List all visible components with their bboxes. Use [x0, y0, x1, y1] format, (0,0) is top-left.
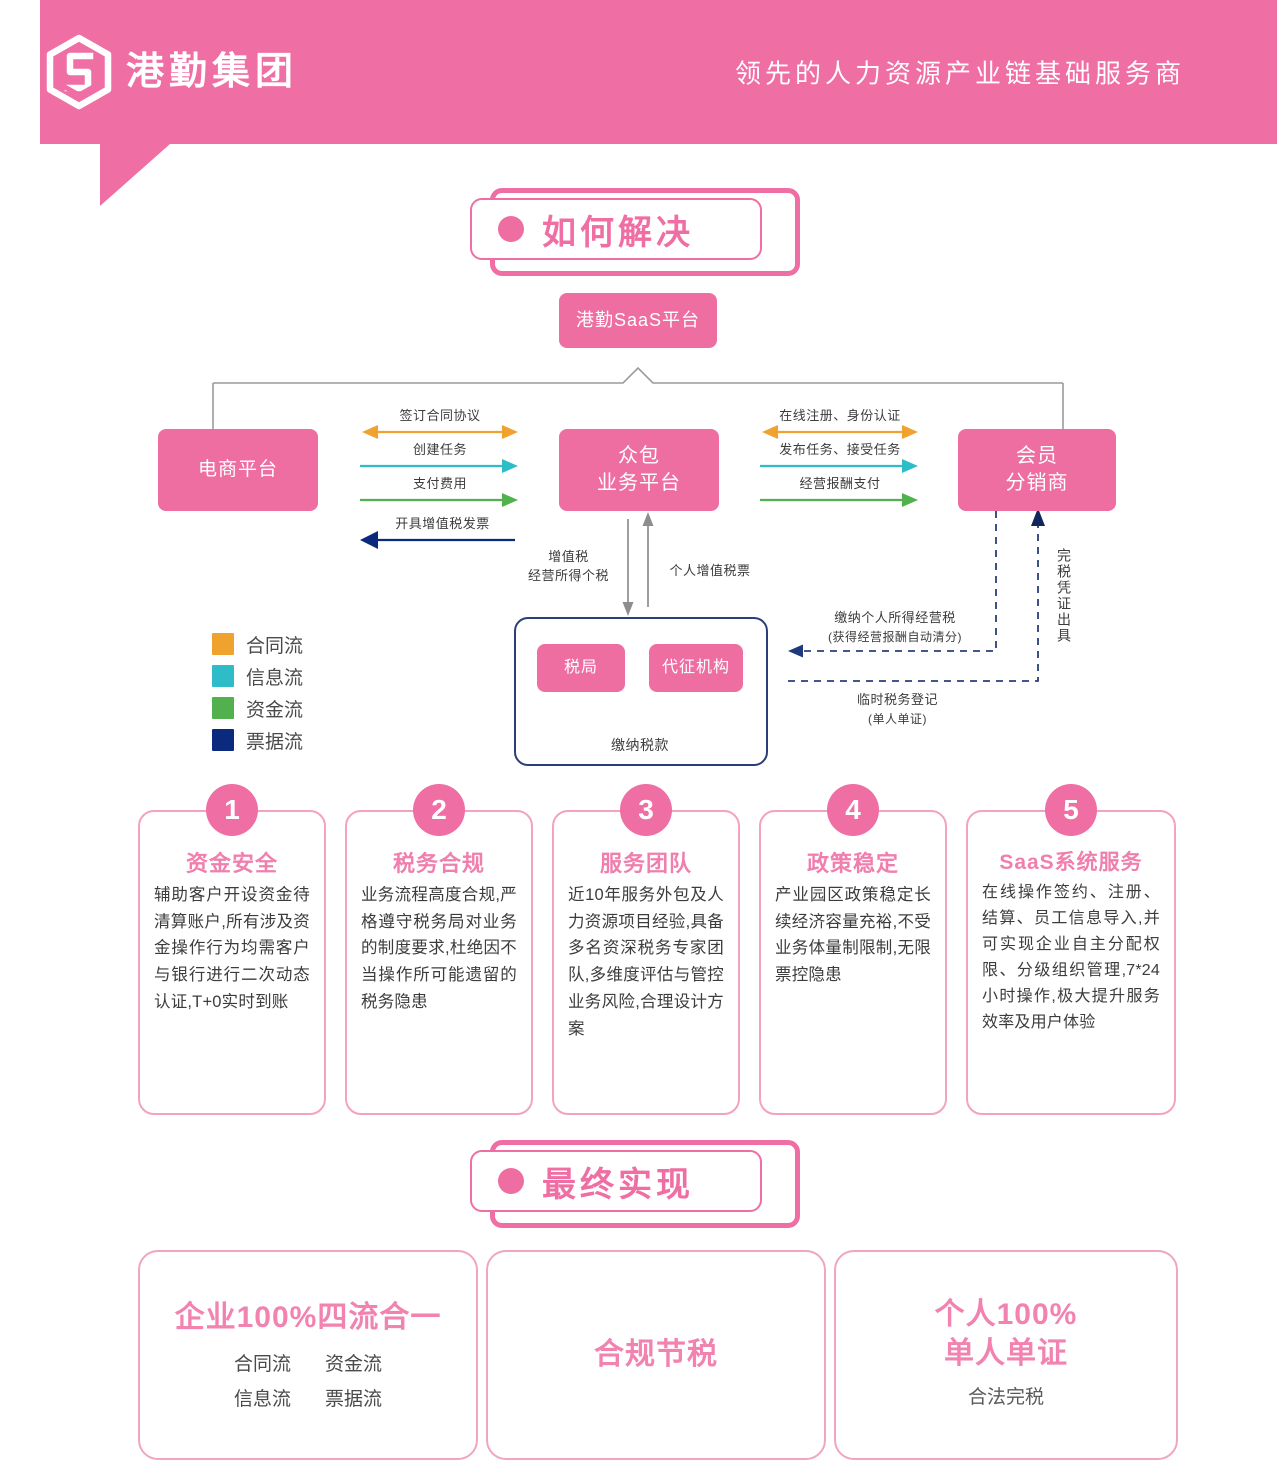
card-number-badge-1: 1 [206, 784, 258, 836]
result-flow-item-invoice: 票据流 [325, 1389, 383, 1411]
legend-item-info: 信息流 [212, 660, 332, 692]
result-card-individual[interactable]: 个人100% 单人单证 合法完税 [834, 1250, 1178, 1460]
node-tax-bureau[interactable]: 税局 [537, 644, 625, 692]
advantage-card-3[interactable]: 3 服务团队 近10年服务外包及人力资源项目经验,具备多名资深税务专家团队,多维… [552, 784, 740, 1115]
banner-plate: 如何解决 [470, 198, 762, 260]
advantage-card-5[interactable]: 5 SaaS系统服务 在线操作签约、注册、结算、员工信息导入,并可实现企业自主分… [966, 784, 1176, 1115]
result-title-individual-line2: 单人单证 [943, 1336, 1068, 1370]
result-flow-item-info: 信息流 [233, 1389, 291, 1411]
flow-label-left-3: 支付费用 [412, 476, 467, 491]
node-crowd-line2: 业务平台 [597, 472, 681, 494]
card-title-4: 政策稳定 [806, 851, 899, 876]
right-flow-arrows [760, 425, 918, 507]
brand-name: 港勤集团 [126, 51, 299, 93]
bullet-dot-icon [498, 216, 524, 242]
flow-label-right-1: 在线注册、身份认证 [779, 408, 901, 423]
result-card-tax-saving[interactable]: 合规节税 [486, 1250, 826, 1460]
header-speech-tail [100, 144, 170, 206]
legend-swatch-invoice-icon [212, 729, 234, 751]
flow-label-right-2: 发布任务、接受任务 [779, 442, 901, 457]
card-title-3: 服务团队 [599, 851, 692, 876]
node-ecommerce-platform[interactable]: 电商平台 [158, 429, 318, 511]
flow-legend: 合同流 信息流 资金流 票据流 [212, 628, 332, 756]
header-slogan: 领先的人力资源产业链基础服务商 [734, 58, 1185, 89]
legend-label-info: 信息流 [246, 667, 304, 689]
result-title-individual-line1: 个人100% [934, 1298, 1078, 1332]
result-card-enterprise[interactable]: 企业100%四流合一 合同流 资金流 信息流 票据流 [138, 1250, 478, 1460]
advantage-card-4[interactable]: 4 政策稳定 产业园区政策稳定长续经济容量充裕,不受业务体量制限制,无限票控隐患 [759, 784, 947, 1115]
flow-label-dashed-register-line1: 临时税务登记 [856, 692, 938, 707]
node-member-line2: 分销商 [1005, 472, 1069, 494]
result-card-list: 企业100%四流合一 合同流 资金流 信息流 票据流 合规节税 个人100% 单… [138, 1250, 1178, 1460]
card-body-5: 在线操作签约、注册、结算、员工信息导入,并可实现企业自主分配权限、分级组织管理,… [982, 884, 1160, 1031]
legend-label-fund: 资金流 [246, 699, 304, 721]
card-number-badge-3: 3 [620, 784, 672, 836]
flow-label-right-3: 经营报酬支付 [799, 476, 881, 491]
advantage-card-1[interactable]: 1 资金安全 辅助客户开设资金待清算账户,所有涉及资金操作行为均需客户与银行进行… [138, 784, 326, 1115]
hexagon-ribbon-logo-icon [46, 34, 112, 110]
result-flow-item-contract: 合同流 [233, 1354, 291, 1376]
flow-label-dashed-pay-line2: (获得经营报酬自动清分) [828, 629, 962, 644]
legend-swatch-fund-icon [212, 697, 234, 719]
flow-label-left-2: 创建任务 [412, 442, 467, 457]
card-title-1: 资金安全 [185, 851, 278, 876]
flow-label-vat-down-line1: 增值税 [548, 549, 589, 564]
arrow-head-left-dashed-1 [788, 644, 803, 658]
card-body-2: 业务流程高度合规,严格遵守税务局对业务的制度要求,杜绝因不当操作所可能遗留的税务… [361, 886, 517, 1011]
banner2-title: 最终实现 [542, 1165, 694, 1204]
card-title-5: SaaS系统服务 [999, 851, 1143, 874]
flow-label-left-1: 签订合同协议 [399, 408, 481, 423]
arrow-head-up-dashed [1031, 508, 1045, 526]
flow-label-left-4: 开具增值税发票 [395, 516, 490, 531]
flow-label-dashed-register-line2: (单人单证) [868, 711, 927, 726]
arrow-head-down [622, 602, 634, 616]
legend-item-contract: 合同流 [212, 628, 332, 660]
card-number-badge-5: 5 [1045, 784, 1097, 836]
banner-title: 如何解决 [542, 213, 694, 252]
flow-label-vat-down: 增值税 经营所得个税 [516, 548, 621, 586]
flow-label-personal-vat-up: 个人增值税票 [669, 563, 751, 578]
legend-label-invoice: 票据流 [246, 731, 304, 753]
page-header [40, 0, 1277, 144]
result-flow-item-fund: 资金流 [325, 1354, 383, 1376]
flow-label-pay-tax: 缴纳税款 [611, 737, 669, 753]
card-body-1: 辅助客户开设资金待清算账户,所有涉及资金操作行为均需客户与银行进行二次动态认证,… [154, 886, 310, 1011]
result-sub-individual: 合法完税 [967, 1387, 1044, 1409]
flow-label-dashed-register: 临时税务登记 (单人单证) [805, 690, 990, 728]
node-saas-platform[interactable]: 港勤SaaS平台 [559, 293, 717, 348]
card-body-3: 近10年服务外包及人力资源项目经验,具备多名资深税务专家团队,多维度评估与管控业… [568, 886, 724, 1038]
flow-label-dashed-pay-line1: 缴纳个人所得经营税 [834, 610, 956, 625]
flow-label-vat-down-line2: 经营所得个税 [527, 567, 609, 583]
node-member-line1: 会员 [1016, 445, 1058, 467]
result-title-enterprise: 企业100%四流合一 [174, 1300, 442, 1334]
bullet-dot-icon [498, 1168, 524, 1194]
brand-logo: 港勤集团 [46, 32, 346, 112]
legend-item-fund: 资金流 [212, 692, 332, 724]
node-crowdsourcing-platform[interactable]: 众包 业务平台 [559, 429, 719, 511]
result-title-individual: 个人100% 单人单证 [935, 1296, 1078, 1373]
card-number-badge-4: 4 [827, 784, 879, 836]
flow-label-dashed-pay: 缴纳个人所得经营税 (获得经营报酬自动清分) [800, 608, 990, 646]
legend-swatch-contract-icon [212, 633, 234, 655]
section-banner-how-to-solve: 如何解决 [470, 188, 800, 276]
card-number-badge-2: 2 [413, 784, 465, 836]
flow-label-tax-certificate-vertical: 完税凭证出具 [1056, 548, 1072, 644]
node-member-distributor[interactable]: 会员 分销商 [958, 429, 1116, 511]
legend-item-invoice: 票据流 [212, 724, 332, 756]
node-tax-collection-agency[interactable]: 代征机构 [649, 644, 743, 692]
legend-swatch-info-icon [212, 665, 234, 687]
result-flow-grid: 合同流 资金流 信息流 票据流 [234, 1349, 382, 1411]
node-crowd-line1: 众包 [618, 445, 660, 467]
advantage-card-list: 1 资金安全 辅助客户开设资金待清算账户,所有涉及资金操作行为均需客户与银行进行… [138, 784, 1178, 1115]
section-banner-final-result: 最终实现 [470, 1140, 800, 1228]
advantage-card-2[interactable]: 2 税务合规 业务流程高度合规,严格遵守税务局对业务的制度要求,杜绝因不当操作所… [345, 784, 533, 1115]
arrow-head-up [642, 512, 654, 526]
result-title-tax-saving: 合规节税 [594, 1337, 718, 1371]
banner2-plate: 最终实现 [470, 1150, 762, 1212]
left-flow-arrows [360, 425, 518, 549]
legend-label-contract: 合同流 [246, 635, 304, 657]
card-title-2: 税务合规 [392, 851, 485, 876]
card-body-4: 产业园区政策稳定长续经济容量充裕,不受业务体量制限制,无限票控隐患 [775, 886, 931, 985]
